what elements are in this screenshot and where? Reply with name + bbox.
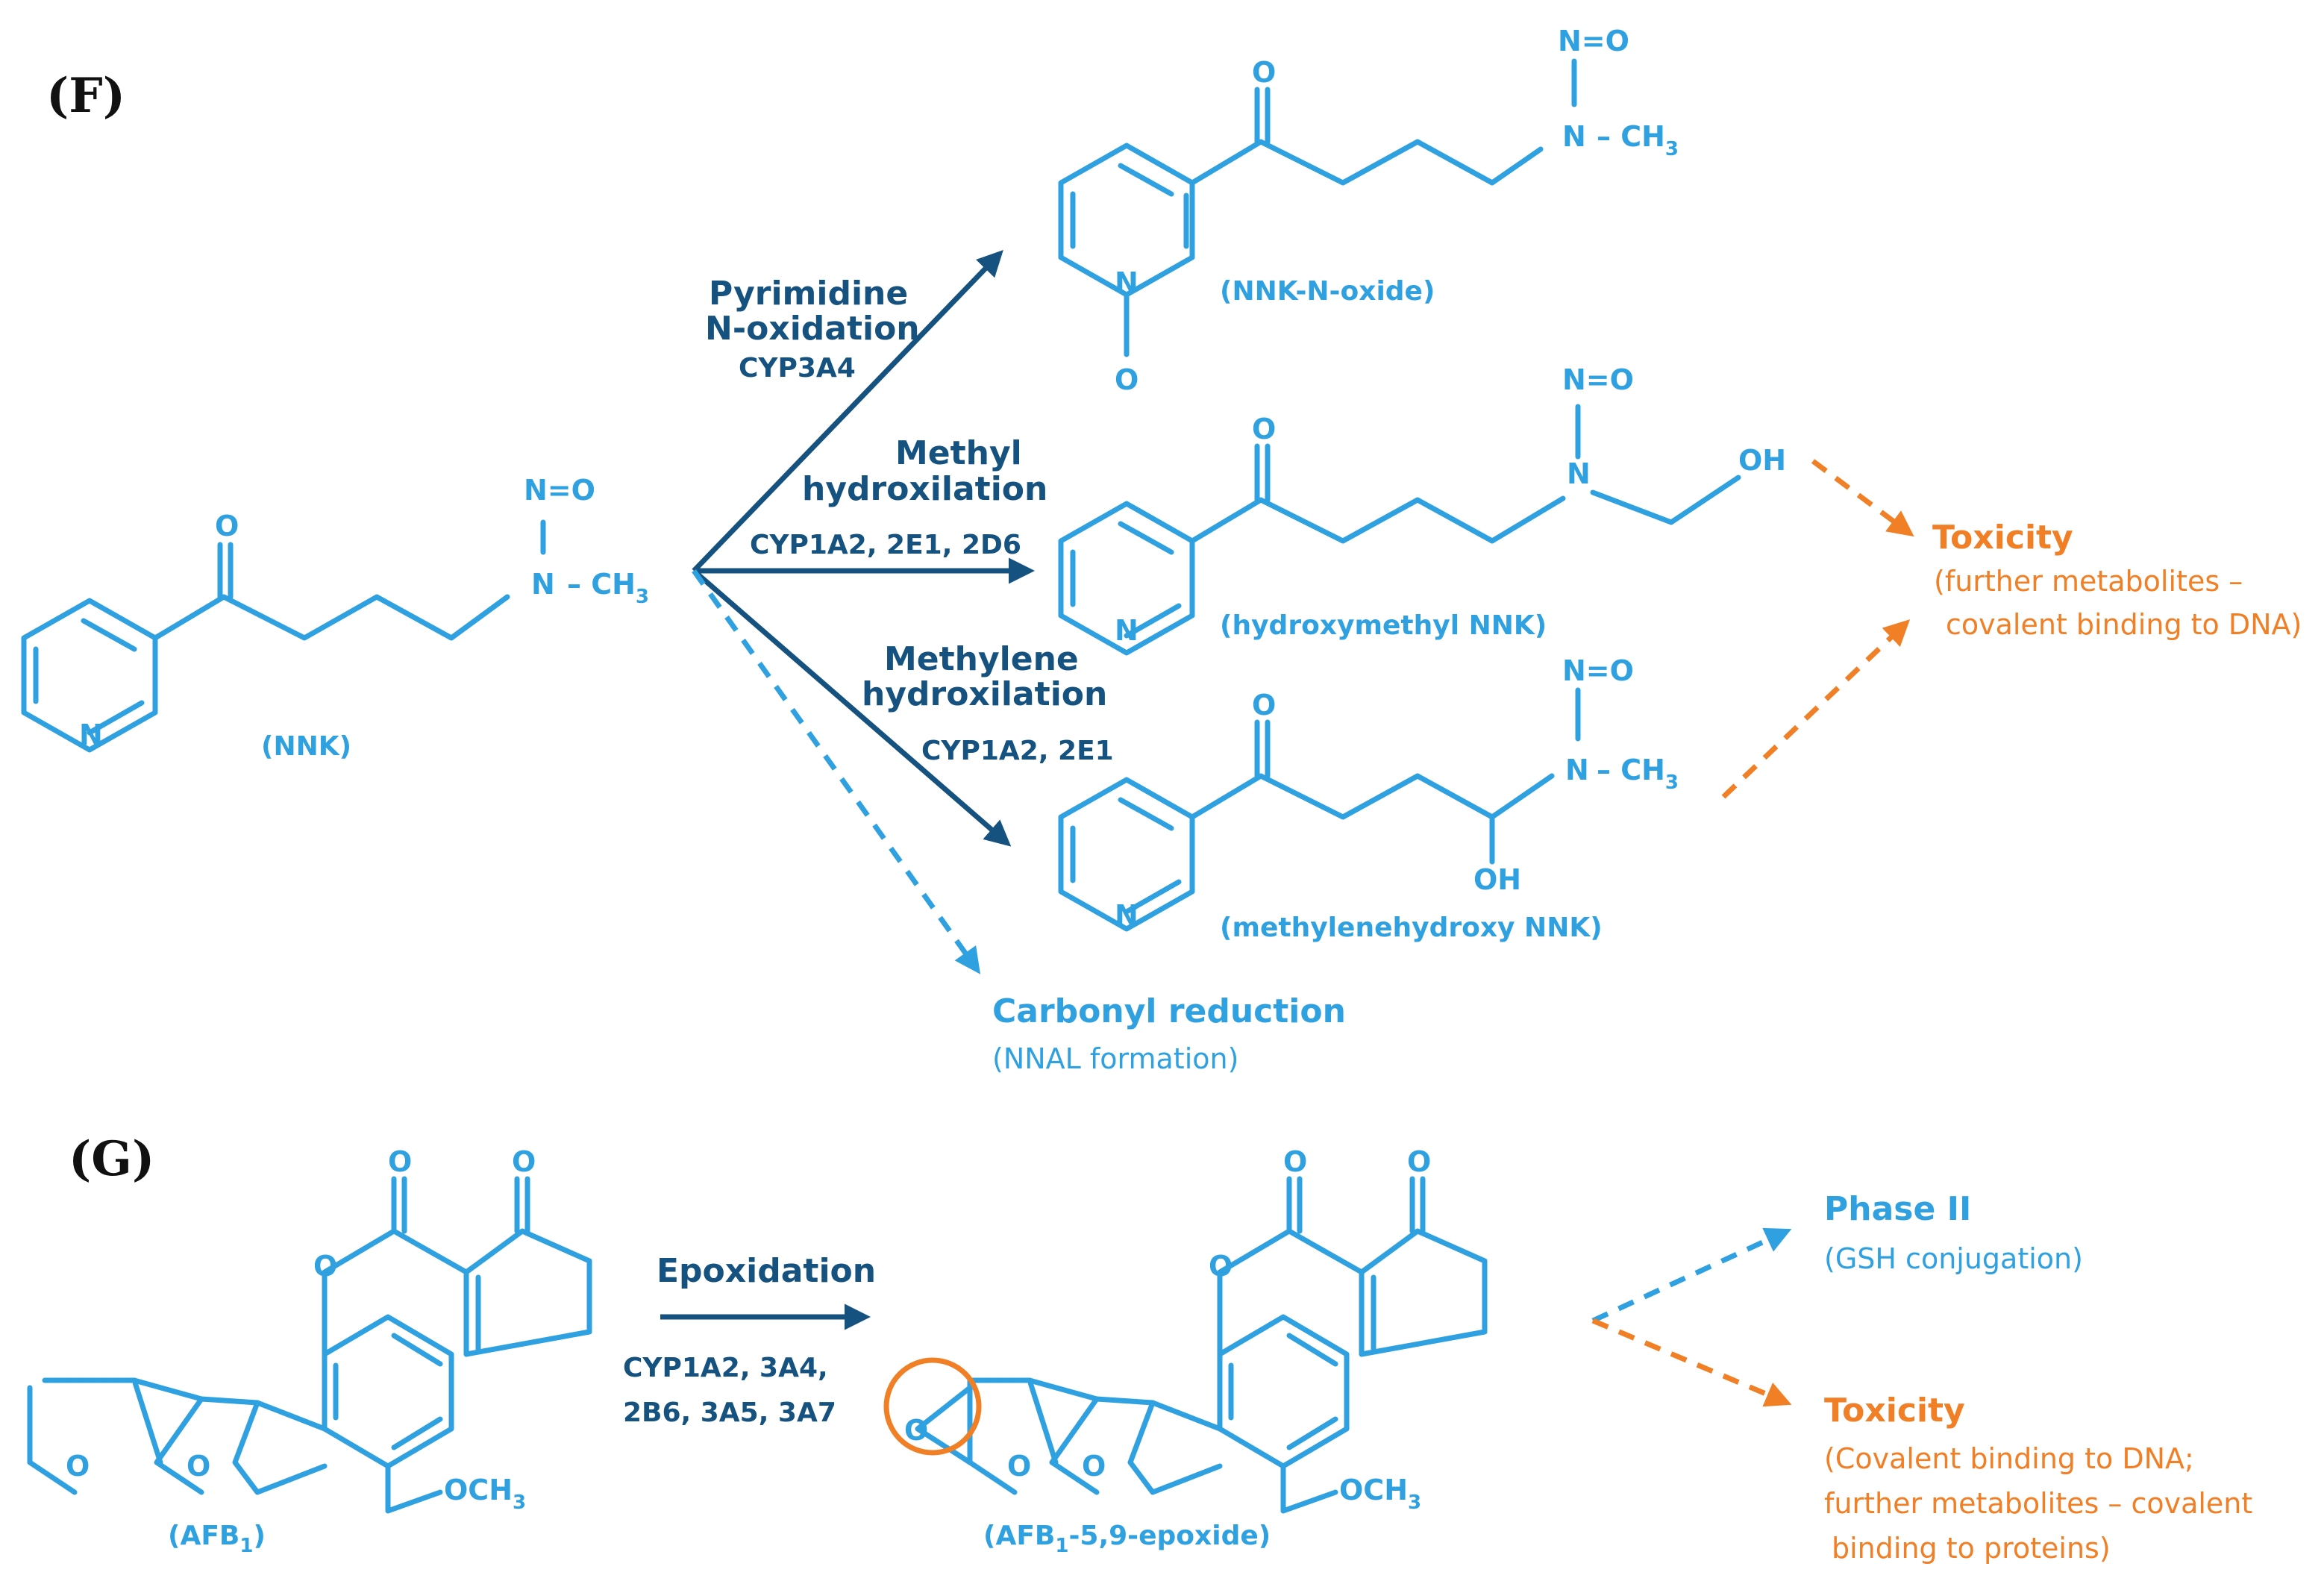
afb1-epoxide-structure: O O O O O O OCH3 (AFB1-5,9-epoxide) <box>883 1145 1488 1557</box>
phase-ii-label: Phase II (GSH conjugation) <box>1824 1190 2083 1275</box>
svg-text:2B6, 3A5, 3A7: 2B6, 3A5, 3A7 <box>623 1397 836 1428</box>
svg-text:Pyrimidine: Pyrimidine <box>709 275 908 313</box>
svg-text:hydroxilation: hydroxilation <box>802 470 1047 508</box>
reaction-label-n-oxidation: Pyrimidine N-oxidation CYP3A4 <box>705 275 920 384</box>
svg-text:O: O <box>904 1414 928 1447</box>
afb1-structure: O O O O O OCH3 (AFB1) <box>27 1145 592 1557</box>
nnk-carbonyl-o: O <box>215 510 239 542</box>
arrow-toxicity-from-hydroxymethyl <box>1811 459 1914 537</box>
svg-text:O: O <box>1252 413 1276 445</box>
svg-text:N-oxidation: N-oxidation <box>705 310 920 348</box>
svg-text:O: O <box>66 1450 90 1483</box>
nnk-n-oxide-name: (NNK-N-oxide) <box>1220 276 1435 307</box>
methylenehydroxy-nnk-name: (methylenehydroxy NNK) <box>1220 913 1603 943</box>
svg-text:(NNAL formation): (NNAL formation) <box>992 1042 1238 1075</box>
svg-text:covalent binding to DNA): covalent binding to DNA) <box>1946 608 2302 641</box>
svg-text:O: O <box>1082 1450 1106 1483</box>
methylenehydroxy-nnk-structure: N O N=O N – CH3 OH (methylenehydroxy NNK… <box>1058 654 1679 943</box>
arrow-phase-ii <box>1591 1227 1792 1324</box>
svg-text:CYP1A2, 2E1: CYP1A2, 2E1 <box>921 736 1114 766</box>
reaction-label-methyl-hydroxylation: Methyl hydroxilation CYP1A2, 2E1, 2D6 <box>750 434 1047 560</box>
svg-text:N=O: N=O <box>1558 25 1629 57</box>
svg-text:O: O <box>313 1250 337 1283</box>
nnk-name: (NNK) <box>261 731 351 762</box>
svg-text:N: N <box>1115 266 1138 299</box>
svg-text:CYP3A4: CYP3A4 <box>739 353 856 384</box>
svg-text:O: O <box>187 1450 210 1483</box>
svg-text:N: N <box>1567 457 1591 490</box>
svg-text:OCH3: OCH3 <box>444 1474 526 1514</box>
nnk-reaction-arrows <box>692 249 1035 974</box>
afb1-epoxide-name: (AFB1-5,9-epoxide) <box>983 1521 1271 1557</box>
nnk-amine-n: N <box>531 568 555 601</box>
svg-text:Phase II: Phase II <box>1824 1190 1971 1228</box>
svg-text:O: O <box>1209 1250 1233 1283</box>
nnk-chain <box>152 594 510 641</box>
nnk-structure: N O N=O N – CH3 (NNK) <box>21 474 649 762</box>
hydroxymethyl-nnk-structure: N O N=O N OH (hydroxymethyl NNK) <box>1058 363 1786 656</box>
svg-text:O: O <box>1252 56 1276 89</box>
svg-text:binding to proteins): binding to proteins) <box>1832 1532 2111 1565</box>
svg-text:N: N <box>1562 120 1586 153</box>
svg-text:Toxicity: Toxicity <box>1932 519 2073 557</box>
svg-text:OH: OH <box>1738 444 1786 477</box>
svg-text:CYP1A2, 2E1, 2D6: CYP1A2, 2E1, 2D6 <box>750 530 1021 560</box>
arrow-n-oxidation <box>692 249 1003 573</box>
svg-text:O: O <box>512 1145 536 1178</box>
nnk-carbonyl-bond <box>217 542 234 600</box>
epoxide-highlight-circle <box>883 1357 982 1456</box>
svg-text:O: O <box>1252 689 1276 721</box>
svg-text:hydroxilation: hydroxilation <box>862 675 1107 713</box>
svg-text:(GSH conjugation): (GSH conjugation) <box>1824 1242 2083 1275</box>
svg-text:N: N <box>1115 899 1138 932</box>
reaction-label-methylene-hydroxylation: Methylene hydroxilation CYP1A2, 2E1 <box>862 640 1114 766</box>
svg-text:O: O <box>1115 363 1138 396</box>
nnk-ring-double-bonds <box>33 618 145 736</box>
svg-text:O: O <box>1007 1450 1031 1483</box>
svg-text:O: O <box>388 1145 412 1178</box>
svg-text:– CH3: – CH3 <box>1597 754 1679 794</box>
svg-text:Methylene: Methylene <box>884 640 1079 678</box>
svg-text:OCH3: OCH3 <box>1339 1474 1421 1514</box>
svg-text:Carbonyl reduction: Carbonyl reduction <box>992 992 1346 1030</box>
nnk-n-oxide-structure: N O O N=O N – CH3 (NNK-N-oxide) <box>1058 25 1679 396</box>
svg-text:– CH3: – CH3 <box>1597 120 1679 160</box>
arrow-toxicity-from-methylenehydroxy <box>1721 619 1911 799</box>
svg-text:N: N <box>1565 754 1589 786</box>
nnk-methyl: – CH3 <box>567 568 649 608</box>
svg-text:CYP1A2, 3A4,: CYP1A2, 3A4, <box>623 1353 828 1383</box>
arrow-carbonyl-reduction <box>692 569 981 974</box>
toxicity-g-label: Toxicity (Covalent binding to DNA; furth… <box>1824 1392 2252 1565</box>
panel-label-f: (F) <box>46 68 125 124</box>
arrow-methylene-hydroxylation <box>692 569 1012 847</box>
toxicity-f-label: Toxicity (further metabolites – covalent… <box>1932 519 2302 641</box>
svg-text:OH: OH <box>1473 863 1521 896</box>
svg-text:O: O <box>1283 1145 1307 1178</box>
panel-label-g: (G) <box>69 1131 154 1187</box>
carbonyl-reduction-label: Carbonyl reduction (NNAL formation) <box>992 992 1346 1075</box>
afb1-name: (AFB1) <box>168 1521 266 1557</box>
svg-text:(Covalent binding to DNA;: (Covalent binding to DNA; <box>1824 1442 2194 1475</box>
svg-text:(further metabolites –: (further metabolites – <box>1934 565 2243 598</box>
svg-text:Epoxidation: Epoxidation <box>657 1252 876 1290</box>
nnk-nitroso-group: N=O <box>524 474 595 507</box>
svg-text:Methyl: Methyl <box>895 434 1022 472</box>
svg-text:N: N <box>1115 614 1138 647</box>
arrow-toxicity-g <box>1591 1318 1792 1407</box>
svg-text:N=O: N=O <box>1562 654 1634 687</box>
nnk-ring-n: N <box>79 719 103 751</box>
svg-text:N=O: N=O <box>1562 363 1634 396</box>
svg-text:Toxicity: Toxicity <box>1824 1392 1965 1430</box>
reaction-label-epoxidation: Epoxidation CYP1A2, 3A4, 2B6, 3A5, 3A7 <box>623 1252 876 1428</box>
hydroxymethyl-nnk-name: (hydroxymethyl NNK) <box>1220 610 1547 641</box>
svg-text:O: O <box>1407 1145 1431 1178</box>
svg-text:further metabolites – covalent: further metabolites – covalent <box>1824 1487 2252 1520</box>
